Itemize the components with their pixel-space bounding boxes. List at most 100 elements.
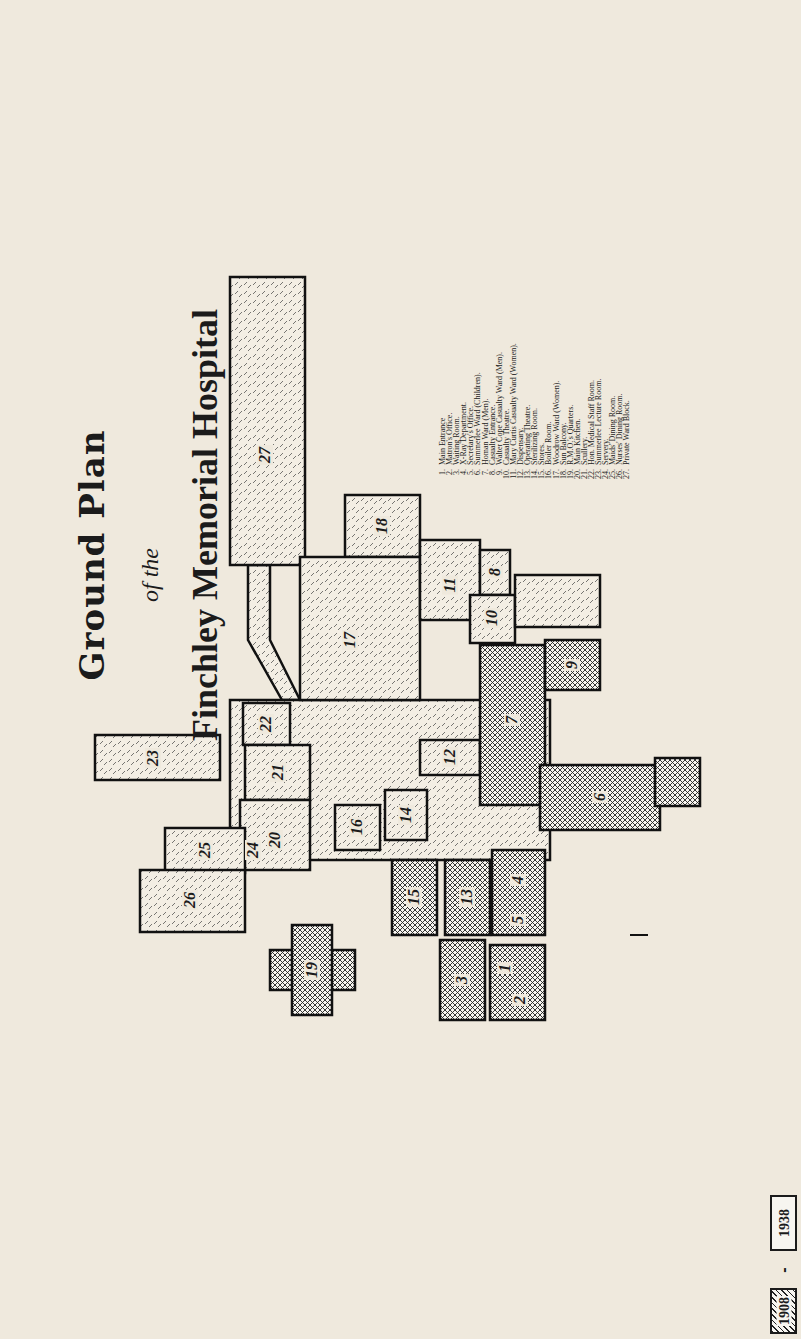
key-number: 17. bbox=[553, 465, 560, 485]
wing-1938 bbox=[140, 870, 245, 932]
key-text: Stores. bbox=[538, 443, 545, 465]
key-number: 24. bbox=[602, 465, 609, 485]
key-number: 26. bbox=[616, 465, 623, 485]
wing-1938 bbox=[420, 740, 480, 775]
key-line: 14.Sterilizing Room. bbox=[531, 185, 538, 485]
key-line: 11.Mary Curtis Casualty Ward (Women). bbox=[510, 185, 517, 485]
key-line: 5.Secretary's Office. bbox=[467, 185, 474, 485]
key-line: 25.Maids' Dining Room. bbox=[609, 185, 616, 485]
key-text: Main Kitchen. bbox=[574, 419, 581, 465]
callout-number: 5 bbox=[510, 914, 526, 926]
wing-1908 bbox=[292, 925, 332, 1015]
wing-1908 bbox=[445, 860, 490, 935]
title-line: Finchley Memorial Hospital bbox=[184, 309, 226, 741]
callout-number: 15 bbox=[406, 887, 422, 907]
key-text: Homan Ward (Men). bbox=[482, 398, 489, 465]
callout-number: 17 bbox=[342, 630, 358, 650]
callout-number: 2 bbox=[512, 994, 528, 1006]
callout-number: 10 bbox=[484, 608, 500, 628]
wing-1938 bbox=[95, 735, 220, 780]
callout-number: 21 bbox=[270, 762, 286, 782]
key-line: 20.Main Kitchen. bbox=[574, 185, 581, 485]
key-text: Maids' Dining Room. bbox=[609, 396, 616, 465]
key-number: 11. bbox=[510, 465, 517, 485]
callout-number: 11 bbox=[442, 575, 458, 594]
key-number: 18. bbox=[560, 465, 567, 485]
key-number: 27. bbox=[623, 465, 630, 485]
key-text: Dispensary. bbox=[517, 428, 524, 465]
key-line: 6.Summerlee Ward (Children). bbox=[474, 185, 481, 485]
key-text: Waiting Room. bbox=[453, 416, 460, 465]
key-number: 5. bbox=[467, 465, 474, 485]
key-line: 21.Scullery. bbox=[581, 185, 588, 485]
key-text: Summerlee Ward (Children). bbox=[474, 372, 481, 465]
legend-swatch: 1908 bbox=[770, 1288, 797, 1334]
title-line: of the bbox=[137, 548, 164, 602]
wing-1908 bbox=[540, 765, 660, 830]
wing-1908 bbox=[392, 860, 437, 935]
callout-number: 18 bbox=[374, 516, 390, 536]
mark bbox=[630, 934, 648, 936]
key-text: R.M.O.'s Quarters. bbox=[567, 405, 574, 465]
key-text: Casualty Theatre. bbox=[503, 409, 510, 465]
key-text: Sun Balcony. bbox=[560, 422, 567, 465]
key-line: 12.Dispensary. bbox=[517, 185, 524, 485]
key-line: 4.X-Ray Department. bbox=[460, 185, 467, 485]
key-number: 1. bbox=[439, 465, 446, 485]
key-line: 7.Homan Ward (Men). bbox=[482, 185, 489, 485]
key-line: 18.Sun Balcony. bbox=[560, 185, 567, 485]
callout-number: 27 bbox=[257, 445, 273, 465]
key-text: Main Entrance bbox=[439, 418, 446, 465]
callout-number: 13 bbox=[459, 887, 475, 907]
key-line: 13.Operating Theatre. bbox=[524, 185, 531, 485]
key-line: 1.Main Entrance bbox=[439, 185, 446, 485]
wing-1908 bbox=[655, 758, 700, 806]
wing-1938 bbox=[515, 575, 600, 627]
key-list: 1.Main Entrance2.Matron's Office.3.Waiti… bbox=[439, 185, 631, 485]
key-text: Private Ward Block. bbox=[623, 400, 630, 465]
key-line: 23.Summerlee Lecture Room. bbox=[595, 185, 602, 485]
wing-1938 bbox=[243, 703, 290, 745]
callout-number: 16 bbox=[349, 817, 365, 837]
key-text: X-Ray Department. bbox=[460, 402, 467, 465]
key-number: 15. bbox=[538, 465, 545, 485]
key-text: Boiler Room. bbox=[545, 421, 552, 465]
wing-1938 bbox=[245, 745, 310, 800]
callout-number: 6 bbox=[592, 791, 608, 803]
key-number: 6. bbox=[474, 465, 481, 485]
key-number: 14. bbox=[531, 465, 538, 485]
callout-number: 23 bbox=[145, 748, 161, 768]
wing-1938 bbox=[480, 550, 510, 595]
callout-number: 20 bbox=[267, 830, 283, 850]
wing-1938 bbox=[345, 495, 420, 557]
key-line: 16.Boiler Room. bbox=[545, 185, 552, 485]
legend-swatch: 1938 bbox=[770, 1195, 797, 1251]
key-text: Operating Theatre. bbox=[524, 405, 531, 465]
key-number: 8. bbox=[489, 465, 496, 485]
key-number: 13. bbox=[524, 465, 531, 485]
callout-number: 26 bbox=[182, 890, 198, 910]
callout-number: 4 bbox=[510, 874, 526, 886]
callout-number: 14 bbox=[398, 805, 414, 825]
key-line: 17.Woodrow Ward (Women). bbox=[553, 185, 560, 485]
key-number: 4. bbox=[460, 465, 467, 485]
key-line: 22.Hon. Medical Staff Room. bbox=[588, 185, 595, 485]
key-number: 16. bbox=[545, 465, 552, 485]
key-line: 26.Nurses' Dining Room. bbox=[616, 185, 623, 485]
callout-number: 8 bbox=[487, 566, 503, 578]
wing-1908 bbox=[480, 645, 545, 805]
key-number: 19. bbox=[567, 465, 574, 485]
key-number: 12. bbox=[517, 465, 524, 485]
key-text: Hon. Medical Staff Room. bbox=[588, 380, 595, 465]
callout-number: 25 bbox=[197, 840, 213, 860]
wing-1938 bbox=[240, 800, 310, 870]
key-number: 20. bbox=[574, 465, 581, 485]
callout-number: 3 bbox=[454, 974, 470, 986]
wing-1938 bbox=[470, 595, 515, 643]
key-text: Woodrow Ward (Women). bbox=[553, 381, 560, 465]
key-number: 21. bbox=[581, 465, 588, 485]
key-number: 2. bbox=[446, 465, 453, 485]
key-number: 7. bbox=[482, 465, 489, 485]
key-line: 2.Matron's Office. bbox=[446, 185, 453, 485]
